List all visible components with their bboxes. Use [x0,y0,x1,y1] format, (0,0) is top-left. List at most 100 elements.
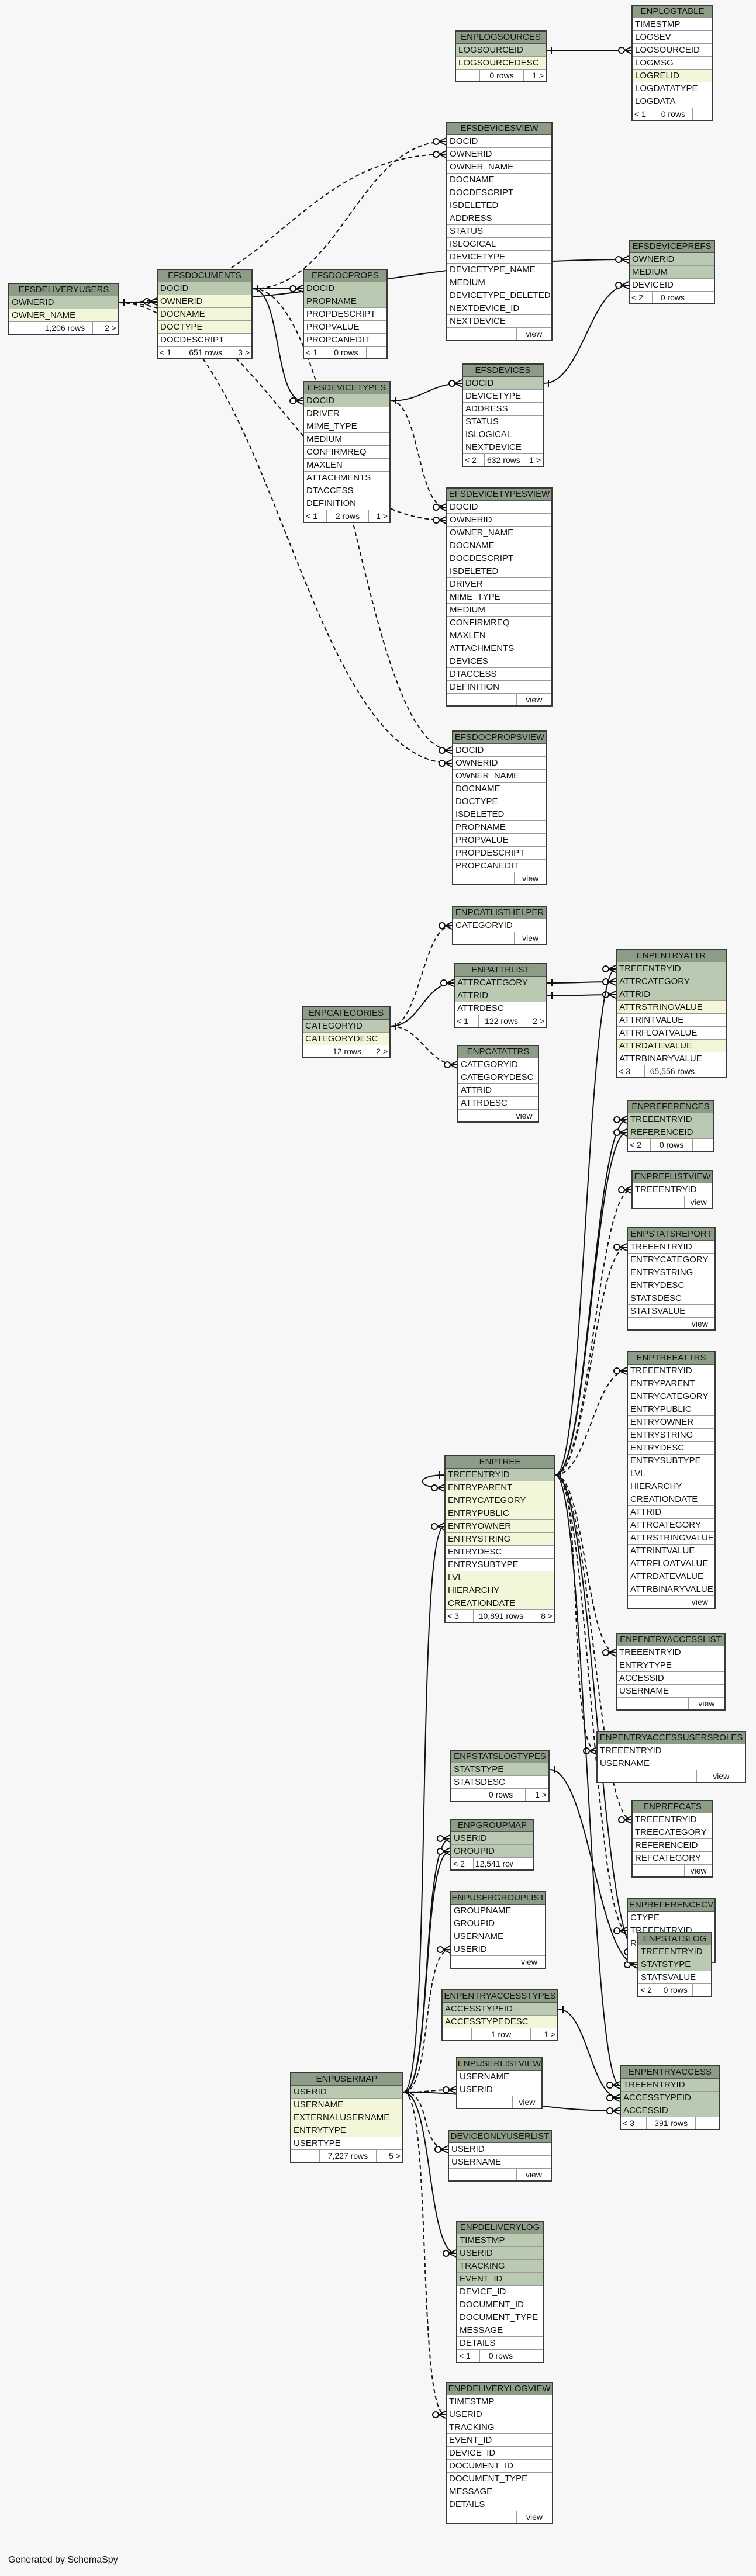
child-count[interactable]: 1 > [376,511,388,521]
column-dtaccess[interactable]: DTACCESS [304,484,389,497]
column-categoryid[interactable]: CATEGORYID [458,1058,538,1071]
column-accessid[interactable]: ACCESSID [617,1672,724,1685]
column-entrysubtype[interactable]: ENTRYSUBTYPE [446,1559,554,1571]
column-owner-name[interactable]: OWNER_NAME [447,161,551,174]
column-treeentryid[interactable]: TREEENTRYID [617,962,726,975]
column-userid[interactable]: USERID [451,1943,545,1956]
column-details[interactable]: DETAILS [457,2337,543,2350]
column-devicetype[interactable]: DEVICETYPE [463,390,543,403]
column-entryparent[interactable]: ENTRYPARENT [628,1377,714,1390]
column-docid[interactable]: DOCID [463,377,543,390]
column-event-id[interactable]: EVENT_ID [457,2273,543,2286]
table-name[interactable]: ENPDELIVERYLOGVIEW [447,2383,552,2395]
child-count[interactable]: 1 > [532,71,544,80]
parent-count[interactable]: < 1 [304,347,327,358]
column-attrid[interactable]: ATTRID [628,1506,714,1519]
column-ownerid[interactable]: OWNERID [453,757,546,770]
column-attrintvalue[interactable]: ATTRINTVALUE [617,1014,726,1027]
column-attrid[interactable]: ATTRID [455,989,546,1002]
column-medium[interactable]: MEDIUM [304,433,389,446]
parent-count[interactable]: < 1 [304,510,327,522]
column-logmsg[interactable]: LOGMSG [633,57,712,70]
table-name[interactable]: ENPLOGTABLE [633,6,712,18]
column-statsdesc[interactable]: STATSDESC [451,1776,548,1789]
parent-count[interactable] [451,1789,477,1801]
column-status[interactable]: STATUS [447,225,551,238]
column-attrdatevalue[interactable]: ATTRDATEVALUE [617,1040,726,1052]
column-attrbinaryvalue[interactable]: ATTRBINARYVALUE [617,1052,726,1065]
column-address[interactable]: ADDRESS [447,212,551,225]
child-count[interactable] [693,1984,711,1996]
table-name[interactable]: ENPUSERMAP [291,2073,402,2086]
parent-count[interactable]: < 2 [628,1139,651,1151]
column-refcategory[interactable]: REFCATEGORY [633,1852,712,1865]
column-entrystring[interactable]: ENTRYSTRING [628,1429,714,1442]
parent-count[interactable]: < 1 [457,2350,481,2362]
table-name[interactable]: DEVICEONLYUSERLIST [449,2131,551,2143]
column-devicetype-name[interactable]: DEVICETYPE_NAME [447,264,551,276]
column-userid[interactable]: USERID [447,2408,552,2421]
column-document-type[interactable]: DOCUMENT_TYPE [457,2311,543,2324]
column-dtaccess[interactable]: DTACCESS [447,668,551,681]
column-islogical[interactable]: ISLOGICAL [463,428,543,441]
table-name[interactable]: ENPTREE [446,1456,554,1469]
column-propvalue[interactable]: PROPVALUE [453,834,546,847]
column-attrfloatvalue[interactable]: ATTRFLOATVALUE [617,1027,726,1040]
column-attrid[interactable]: ATTRID [458,1084,538,1097]
column-treeentryid[interactable]: TREEENTRYID [598,1744,745,1757]
column-entryowner[interactable]: ENTRYOWNER [446,1520,554,1533]
column-isdeleted[interactable]: ISDELETED [447,565,551,578]
column-attrintvalue[interactable]: ATTRINTVALUE [628,1545,714,1557]
column-details[interactable]: DETAILS [447,2498,552,2511]
column-attrcategory[interactable]: ATTRCATEGORY [617,975,726,988]
table-name[interactable]: EFSDEVICETYPESVIEW [447,489,551,501]
table-name[interactable]: EFSDEVICES [463,365,543,377]
column-treeentryid[interactable]: TREEENTRYID [628,1365,714,1377]
column-document-id[interactable]: DOCUMENT_ID [457,2298,543,2311]
column-docid[interactable]: DOCID [304,394,389,407]
table-name[interactable]: ENPREFERENCES [628,1101,713,1113]
column-treeentryid[interactable]: TREEENTRYID [621,2079,719,2092]
parent-count[interactable] [456,70,480,81]
column-entrypublic[interactable]: ENTRYPUBLIC [446,1507,554,1520]
column-logdatatype[interactable]: LOGDATATYPE [633,82,712,95]
table-name[interactable]: EFSDOCUMENTS [158,270,251,282]
column-docdescript[interactable]: DOCDESCRIPT [447,552,551,565]
column-userid[interactable]: USERID [457,2083,541,2096]
column-hierarchy[interactable]: HIERARCHY [446,1584,554,1597]
column-groupid[interactable]: GROUPID [451,1845,533,1858]
table-name[interactable]: EFSDEVICEPREFS [630,241,714,253]
column-docid[interactable]: DOCID [453,744,546,757]
column-entrycategory[interactable]: ENTRYCATEGORY [628,1254,714,1266]
column-userid[interactable]: USERID [457,2247,543,2260]
child-count[interactable] [367,347,386,358]
column-medium[interactable]: MEDIUM [447,604,551,617]
parent-count[interactable] [443,2028,472,2040]
child-count[interactable] [513,1858,533,1869]
column-entrytype[interactable]: ENTRYTYPE [617,1659,724,1672]
column-entrypublic[interactable]: ENTRYPUBLIC [628,1403,714,1416]
column-lvl[interactable]: LVL [628,1467,714,1480]
child-count[interactable]: 1 > [535,1790,547,1799]
column-attachments[interactable]: ATTACHMENTS [304,472,389,484]
column-accessid[interactable]: ACCESSID [621,2104,719,2117]
column-attrfloatvalue[interactable]: ATTRFLOATVALUE [628,1557,714,1570]
parent-count[interactable]: < 2 [630,292,653,303]
column-treeentryid[interactable]: TREEENTRYID [628,1241,714,1254]
column-treeentryid[interactable]: TREEENTRYID [638,1945,711,1958]
column-doctype[interactable]: DOCTYPE [158,321,251,334]
column-docid[interactable]: DOCID [158,282,251,295]
